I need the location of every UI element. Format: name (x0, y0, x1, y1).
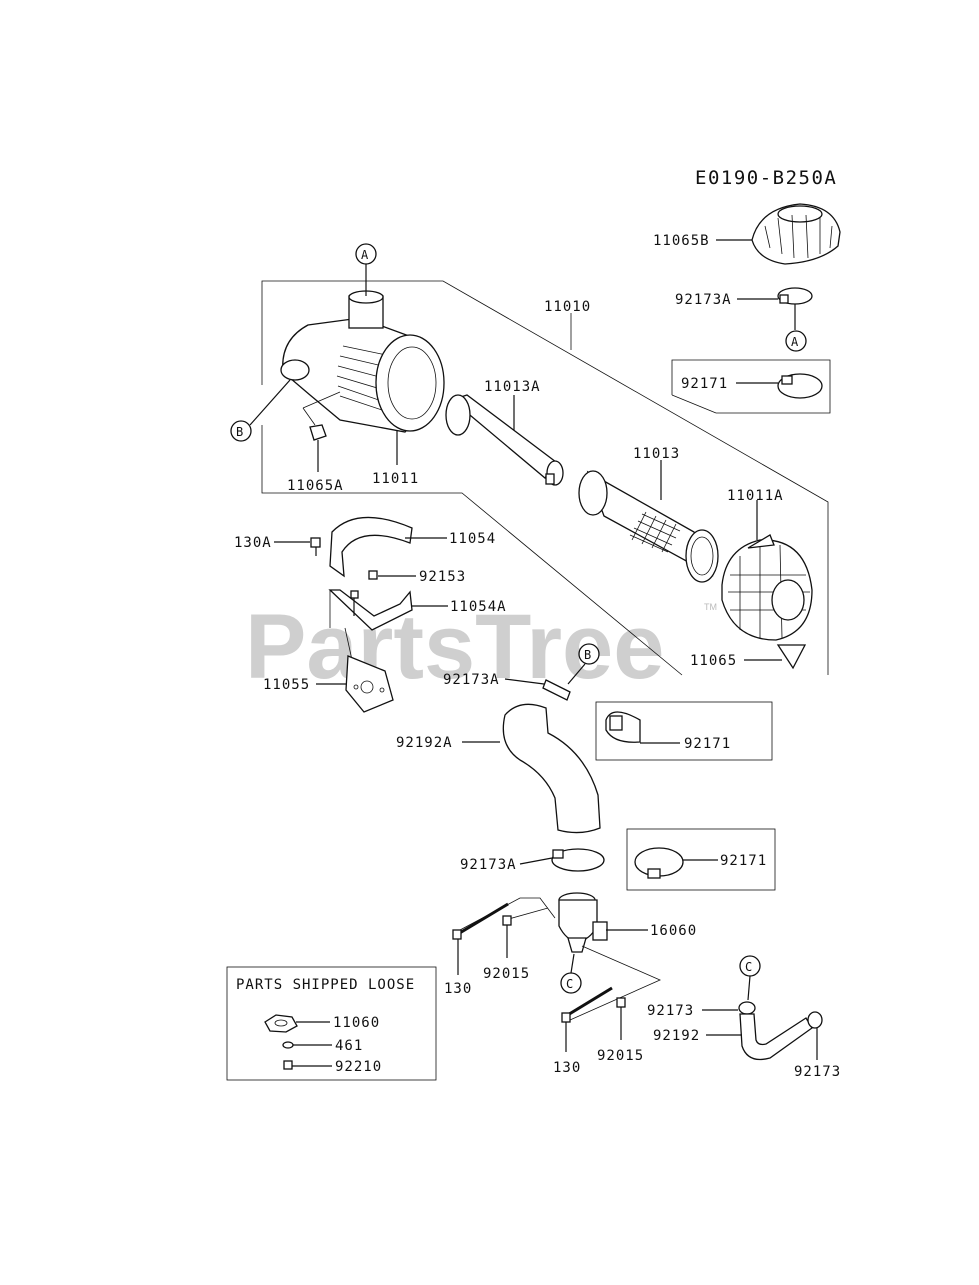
label-92192A: 92192A (396, 735, 453, 751)
callout-b-mid: B (578, 643, 600, 665)
label-11010: 11010 (544, 299, 591, 315)
hose-clamp-92173-c[interactable] (738, 1001, 756, 1015)
label-11013A: 11013A (484, 379, 541, 395)
inset-box-92171-mid (595, 701, 773, 761)
air-filter-element-11013[interactable] (578, 470, 719, 583)
label-11065B: 11065B (653, 233, 710, 249)
label-11060: 11060 (333, 1015, 380, 1031)
air-inlet-adapter-16060[interactable] (558, 892, 608, 953)
label-11013: 11013 (633, 446, 680, 462)
inset-box-92171-low (626, 828, 776, 891)
label-92173-bottom: 92173 (794, 1064, 841, 1080)
nut-92015-left[interactable] (502, 915, 512, 926)
hose-clamp-92173A-low[interactable] (551, 848, 605, 872)
hose-clamp-92173-bottom[interactable] (807, 1011, 823, 1029)
callout-c-right: C (739, 955, 761, 977)
label-92153: 92153 (419, 569, 466, 585)
label-130-left: 130 (444, 981, 472, 997)
callout-a-left: A (355, 243, 377, 265)
safety-element-11013A[interactable] (445, 394, 564, 486)
assembly-outline-11010 (261, 280, 829, 676)
nut-92015-bottom[interactable] (616, 997, 626, 1008)
vacuator-valve-11065[interactable] (776, 644, 807, 670)
label-92173A-mid: 92173A (443, 672, 500, 688)
svg-text:C: C (745, 960, 752, 974)
bolt-92153[interactable] (368, 570, 378, 580)
precleaner-cap-11065B[interactable] (751, 203, 841, 265)
diagram-code: E0190-B250A (695, 167, 837, 189)
label-92015-left: 92015 (483, 966, 530, 982)
label-92171-top: 92171 (681, 376, 728, 392)
callout-b-left: B (230, 420, 252, 442)
plate-11055[interactable] (345, 655, 394, 713)
heat-shield-11054[interactable] (329, 516, 413, 578)
label-11011: 11011 (372, 471, 419, 487)
gasket-11060[interactable] (264, 1014, 298, 1033)
label-92173-c: 92173 (647, 1003, 694, 1019)
label-11054: 11054 (449, 531, 496, 547)
callout-a-right: A (785, 330, 807, 352)
callout-c-center: C (560, 972, 582, 994)
clamp-92171-top[interactable] (777, 373, 823, 399)
loose-box-title: PARTS SHIPPED LOOSE (236, 977, 415, 993)
label-11011A: 11011A (727, 488, 784, 504)
label-11055: 11055 (263, 677, 310, 693)
air-cleaner-cover-11011A[interactable] (721, 534, 813, 641)
label-92171-low: 92171 (720, 853, 767, 869)
watermark-trademark: TM (704, 602, 717, 612)
svg-text:A: A (791, 335, 799, 349)
label-11054A: 11054A (450, 599, 507, 615)
svg-text:C: C (566, 977, 573, 991)
inset-box-92171-top (671, 359, 831, 414)
elbow-hose-92192A[interactable] (502, 703, 601, 834)
svg-text:A: A (361, 248, 369, 262)
bracket-11054A[interactable] (328, 589, 413, 661)
label-461: 461 (335, 1038, 363, 1054)
label-130-bottom: 130 (553, 1060, 581, 1076)
hose-clamp-92173A-top[interactable] (777, 287, 813, 305)
bolt-130A[interactable] (310, 537, 321, 556)
label-92192: 92192 (653, 1028, 700, 1044)
parts-shipped-loose-box: PARTS SHIPPED LOOSE (226, 966, 437, 1081)
label-92173A-low: 92173A (460, 857, 517, 873)
svg-text:B: B (584, 648, 591, 662)
label-92015-bottom: 92015 (597, 1048, 644, 1064)
label-11065A: 11065A (287, 478, 344, 494)
label-11065: 11065 (690, 653, 737, 669)
nut-92210[interactable] (283, 1060, 293, 1070)
label-92171-mid: 92171 (684, 736, 731, 752)
clamp-92171-mid[interactable] (605, 711, 641, 743)
label-92210: 92210 (335, 1059, 382, 1075)
label-16060: 16060 (650, 923, 697, 939)
label-92173A-top: 92173A (675, 292, 732, 308)
hose-clamp-92173A-mid[interactable] (542, 679, 571, 701)
label-130A: 130A (234, 535, 272, 551)
air-cleaner-body-11011[interactable] (280, 290, 445, 433)
washer-461[interactable] (282, 1041, 294, 1049)
vacuator-valve-11065A[interactable] (309, 424, 327, 441)
bolt-130-left[interactable] (452, 902, 509, 940)
hose-92192[interactable] (739, 1013, 813, 1061)
clamp-92171-low[interactable] (634, 847, 684, 879)
svg-text:B: B (236, 425, 243, 439)
